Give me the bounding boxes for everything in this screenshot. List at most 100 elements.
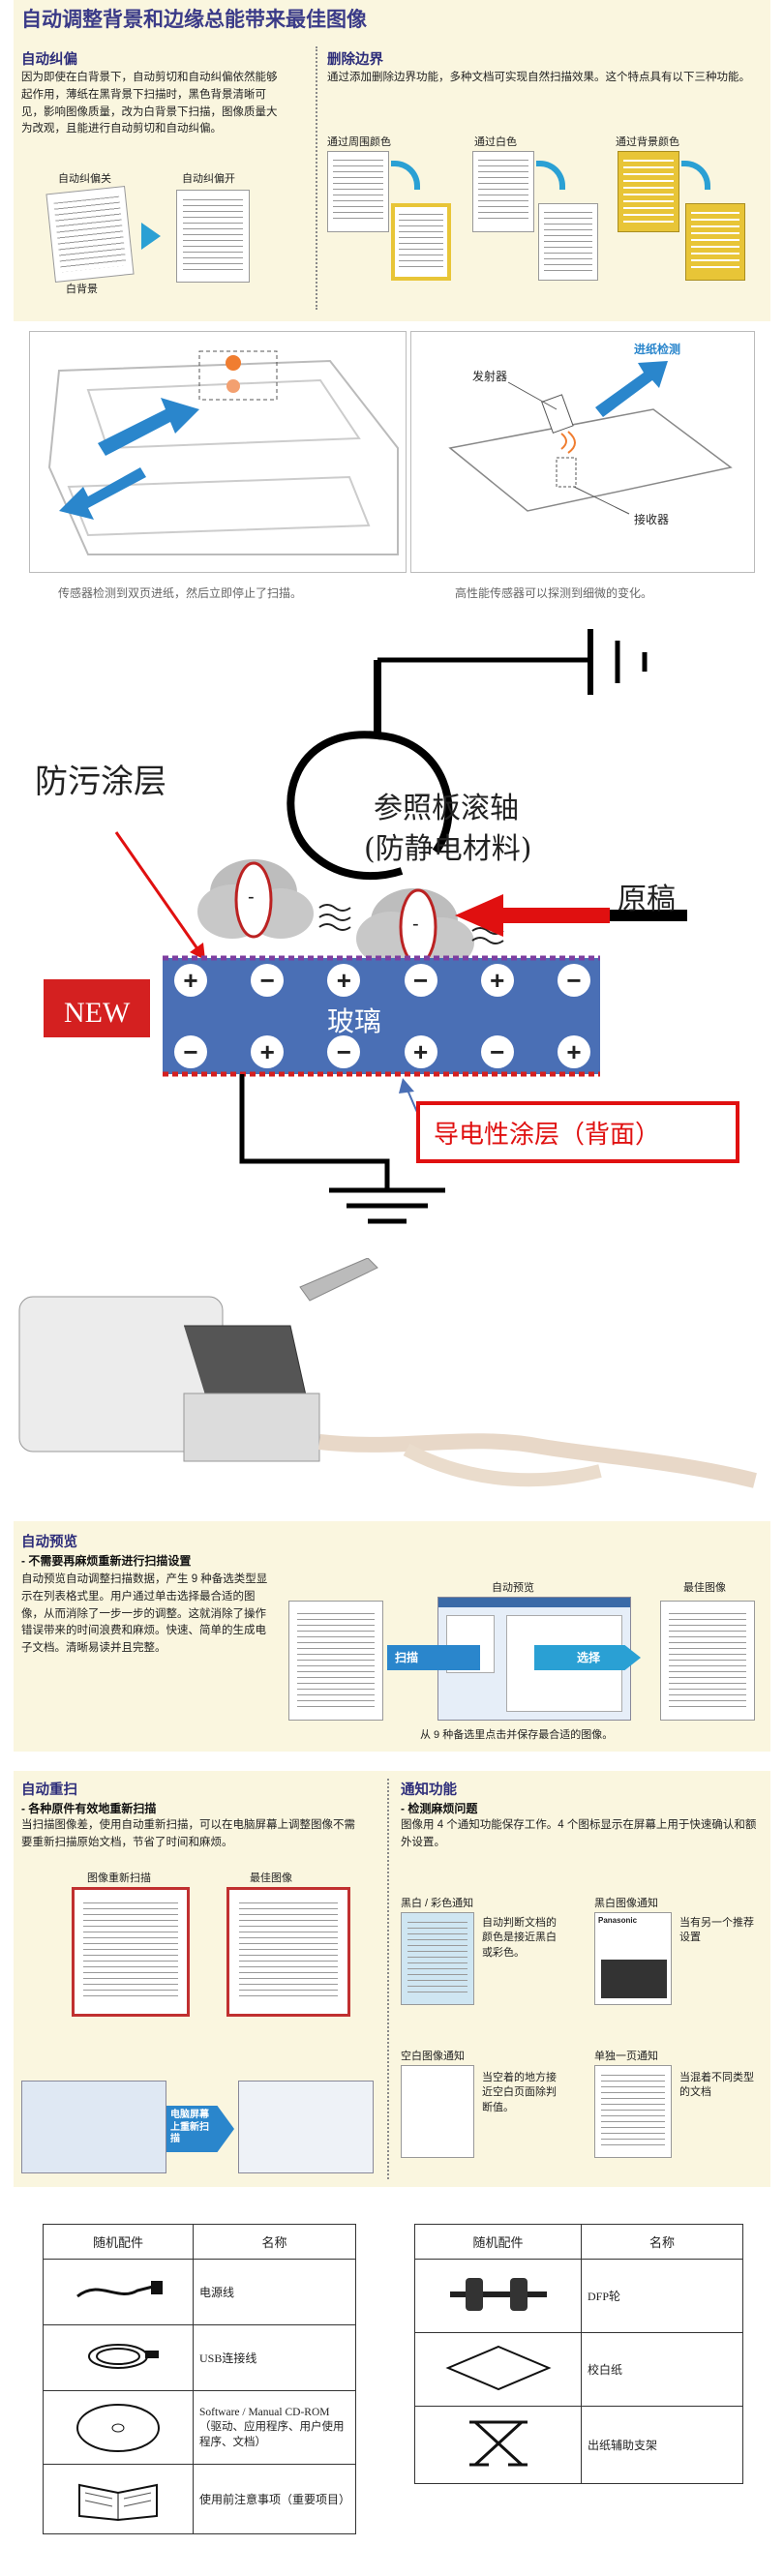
sensor-detail-diagram	[410, 331, 755, 573]
accessories-table-left: 随机配件 名称 电源线 USB连接线 Software / Manual CD-…	[43, 2224, 356, 2534]
sensor-caption-left: 传感器检测到双页进纸，然后立即停止了扫描。	[58, 586, 303, 600]
edge-doc-after-1	[391, 203, 451, 281]
auto-preview-subtitle: - 不需要再麻烦重新进行扫描设置	[21, 1554, 192, 1568]
deskew-off-label: 自动纠偏关	[58, 173, 111, 185]
auto-rescan-title: 自动重扫	[21, 1782, 77, 1798]
rescan-doc-after	[226, 1887, 350, 2017]
power-cord-icon	[76, 2280, 163, 2297]
edge-removal-text: 通过添加删除边界功能，多种文档可实现自然扫描效果。这个特点具有以下三种功能。	[327, 72, 750, 83]
notify-desc-blank: 当空着的地方接近空白页面除判断值。	[482, 2072, 557, 2113]
brand-logo: Panasonic	[598, 1916, 638, 1925]
new-badge: NEW	[64, 997, 131, 1029]
scan-arrow	[387, 1645, 480, 1670]
auto-preview-text: 自动预览自动调整扫描数据，产生 9 种备选类型显示在列表格式里。用户通过单击选择…	[21, 1573, 268, 1655]
emitter-label: 发射器	[472, 370, 508, 383]
rescan-arrow-label: 电脑屏幕上重新扫描	[170, 2110, 209, 2144]
mode-background-label: 通过背景颜色	[616, 136, 679, 148]
accessory-name: 使用前注意事项（重要项目）	[193, 2464, 356, 2534]
edge-doc-before-3	[618, 151, 679, 232]
mode-surrounding-label: 通过周围颜色	[327, 136, 391, 148]
white-sheet-icon	[444, 2345, 552, 2390]
accessory-name: Software / Manual CD-ROM（驱动、应用程序、用户使用程序、…	[193, 2390, 356, 2465]
divider	[316, 46, 317, 310]
manual-book-icon	[78, 2483, 158, 2521]
rescan-doc-before	[72, 1887, 190, 2017]
accessory-name: DFP轮	[581, 2259, 743, 2333]
column-header: 名称	[193, 2224, 356, 2260]
sensor-caption-right: 高性能传感器可以探测到细微的变化。	[455, 586, 653, 600]
charge-symbol: +	[480, 964, 514, 997]
column-header: 名称	[581, 2224, 743, 2260]
auto-preview-caption: 从 9 种备选里点击并保存最合适的图像。	[420, 1729, 614, 1741]
table-row: 校白纸	[414, 2332, 743, 2407]
cd-rom-icon	[76, 2403, 160, 2452]
table-row: USB连接线	[43, 2324, 356, 2391]
original-label: 原稿	[618, 883, 676, 916]
table-row: Software / Manual CD-ROM（驱动、应用程序、用户使用程序、…	[43, 2390, 356, 2465]
charge-symbol: +	[174, 964, 207, 997]
arrow-right-icon	[141, 223, 161, 250]
deskew-title: 自动纠偏	[21, 52, 77, 68]
charge-symbol: −	[557, 964, 590, 997]
auto-preview-title: 自动预览	[21, 1535, 77, 1550]
notify-thumb-blank	[401, 2065, 474, 2158]
document-corrected	[176, 190, 250, 283]
table-row: 使用前注意事项（重要项目）	[43, 2464, 356, 2534]
rescan-arrow	[166, 2106, 234, 2152]
charge-symbol: +	[557, 1035, 590, 1068]
scanner-photo	[0, 1257, 784, 1510]
notify-desc-color: 自动判断文档的颜色是接近黑白或彩色。	[482, 1917, 557, 1959]
deskew-text: 因为即使在白背景下，自动剪切和自动纠偏依然能够起作用，薄纸在黑背景下扫描时，黑色…	[21, 72, 278, 135]
table-row: DFP轮	[414, 2259, 743, 2333]
rescan-label: 图像重新扫描	[87, 1872, 151, 1884]
charge-minus-right: -	[412, 914, 419, 935]
charge-symbol: −	[327, 1035, 361, 1068]
charge-symbol: −	[480, 1035, 514, 1068]
auto-rescan-text: 当扫描图像差，使用自动重新扫描，可以在电脑屏幕上调整图像不需要重新扫描原始文档，…	[21, 1819, 355, 1848]
page-title: 自动调整背景和边缘总能带来最佳图像	[21, 9, 367, 31]
accessory-image	[43, 2259, 194, 2325]
notify-thumb-bw: Panasonic	[594, 1912, 672, 2005]
notify-label-bw: 黑白图像通知	[594, 1898, 658, 1909]
charge-symbol: +	[404, 1035, 437, 1068]
curved-arrow-icon	[536, 161, 565, 190]
best-image-doc	[660, 1601, 755, 1721]
rescan-screen-right	[238, 2081, 374, 2173]
rescan-screen-left	[21, 2081, 166, 2173]
accessory-name: 校白纸	[581, 2332, 743, 2407]
charge-symbol: +	[327, 964, 361, 997]
best-image-label: 最佳图像	[683, 1582, 726, 1594]
scanner-sensor-diagram	[29, 331, 407, 573]
table-row: 出纸辅助支架	[414, 2406, 743, 2484]
charges-bottom-row: − + − + − +	[174, 1035, 590, 1068]
edge-doc-before-2	[472, 151, 534, 232]
deskew-on-label: 自动纠偏开	[182, 173, 235, 185]
conductive-coating-label: 导电性涂层（背面）	[434, 1121, 661, 1150]
antistatic-diagram	[0, 619, 784, 1248]
notify-thumb-color	[401, 1912, 474, 2005]
accessory-image	[414, 2332, 582, 2407]
divider	[387, 1779, 389, 2179]
accessory-image	[43, 2324, 194, 2391]
select-arrow-label: 选择	[577, 1651, 601, 1664]
exit-support-icon	[468, 2420, 528, 2466]
glass-label: 玻璃	[327, 1005, 382, 1037]
accessories-table-right: 随机配件 名称 DFP轮 校白纸 出纸辅助支架	[414, 2224, 743, 2484]
auto-preview-label: 自动预览	[492, 1582, 534, 1594]
charge-symbol: −	[251, 964, 285, 997]
receiver-label: 接收器	[634, 513, 670, 526]
notify-thumb-single	[594, 2065, 672, 2158]
notify-title: 通知功能	[401, 1782, 457, 1798]
select-arrow	[534, 1645, 641, 1670]
roller-label-line1: 参照板滚轴	[374, 792, 519, 825]
auto-preview-panel	[14, 1521, 770, 1752]
edge-removal-title: 删除边界	[327, 52, 383, 68]
charge-symbol: −	[174, 1035, 207, 1068]
rescan-best-label: 最佳图像	[250, 1872, 292, 1884]
edge-doc-before-1	[327, 151, 389, 232]
auto-rescan-subtitle: - 各种原件有效地重新扫描	[21, 1802, 157, 1815]
curved-arrow-icon	[681, 161, 710, 190]
detect-label: 进纸检测	[634, 343, 681, 356]
accessory-name: USB连接线	[193, 2324, 356, 2391]
usb-cable-icon	[88, 2343, 159, 2369]
